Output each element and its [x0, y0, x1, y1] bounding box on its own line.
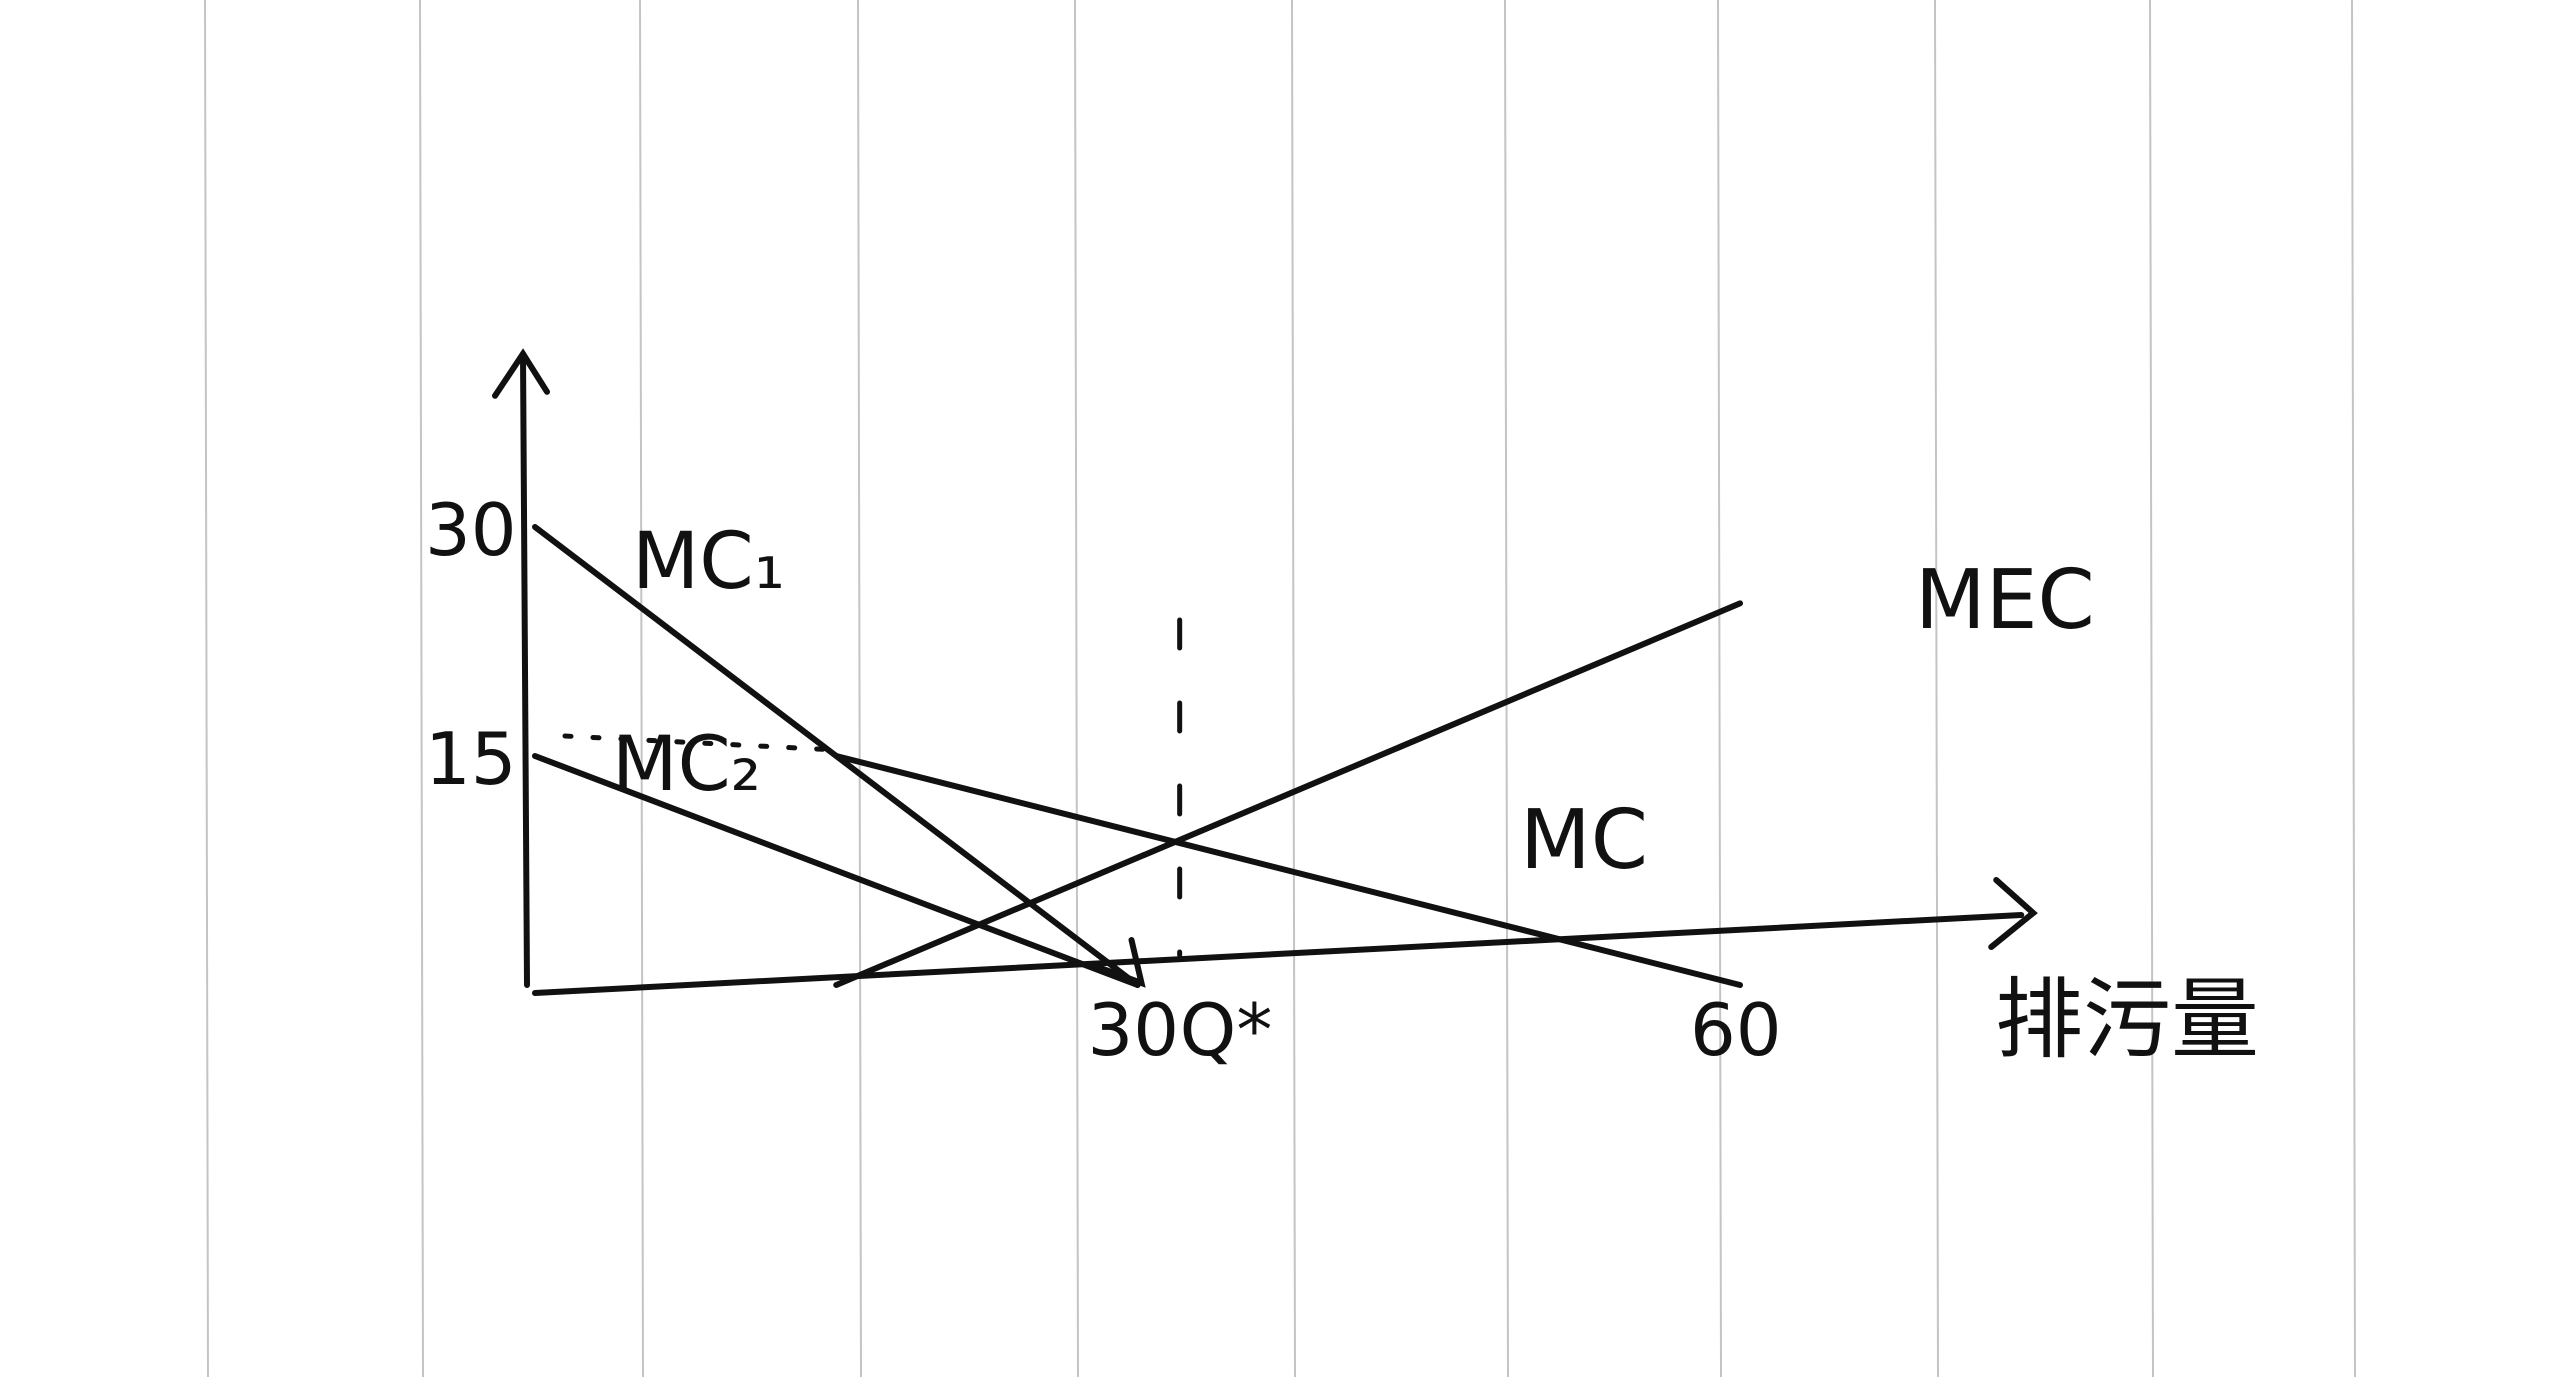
series-label-mec: MEC — [1915, 553, 2095, 648]
hand-drawn-chart: 排污量 MC₁ MC₂ MC MEC 30 15 30 60 Q* — [425, 348, 2259, 1072]
text-labels: 排污量 MC₁ MC₂ MC MEC 30 15 30 60 Q* — [425, 488, 2259, 1072]
x-axis-label: 排污量 — [1995, 968, 2259, 1071]
ruled-line-4 — [857, 0, 862, 1377]
series-line-mc — [833, 753, 1743, 988]
series-line-mc2 — [532, 753, 1141, 988]
series-line-mec — [833, 600, 1743, 988]
y-tick-label-15: 15 — [425, 717, 517, 801]
ruled-line-10 — [2149, 0, 2154, 1377]
series-label-mc2: MC₂ — [612, 719, 761, 808]
series-label-mc1: MC₁ — [632, 517, 785, 607]
axes — [492, 348, 2038, 996]
series-label-mc: MC — [1520, 793, 1648, 888]
ruled-line-11 — [2351, 0, 2356, 1377]
x-axis — [532, 912, 2025, 996]
ruled-line-9 — [1934, 0, 1939, 1377]
notebook-ruled-lines — [204, 0, 2356, 1377]
dotted-helper-line — [562, 733, 839, 753]
x-tick-label-60: 60 — [1690, 988, 1782, 1072]
ruled-line-1 — [204, 0, 209, 1377]
y-tick-label-30: 30 — [425, 488, 517, 572]
annotation-q-star: Q* — [1180, 988, 1273, 1072]
y-axis-arrowhead — [492, 348, 550, 399]
x-tick-label-30: 30 — [1088, 988, 1180, 1072]
ruled-line-5 — [1074, 0, 1079, 1377]
y-axis — [520, 350, 530, 988]
ruled-line-2 — [419, 0, 424, 1377]
ruled-line-8 — [1717, 0, 1722, 1377]
ruled-line-7 — [1504, 0, 1509, 1377]
ruled-line-3 — [639, 0, 644, 1377]
mc1-arrowhead — [1094, 937, 1146, 988]
x-axis-arrowhead — [1988, 877, 2038, 950]
series-lines — [532, 524, 1743, 988]
helper-lines — [562, 617, 1183, 958]
ruled-line-6 — [1291, 0, 1296, 1377]
